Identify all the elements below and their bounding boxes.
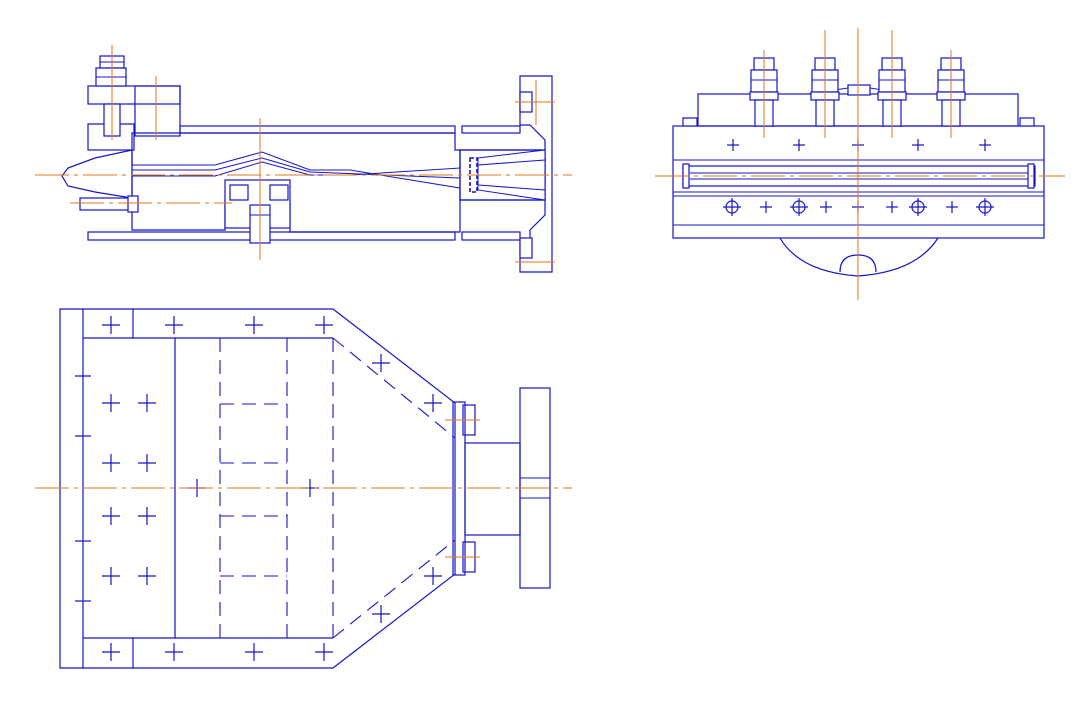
cross-mark — [102, 394, 120, 412]
cross-mark — [760, 201, 772, 213]
section-centerlines — [35, 45, 572, 263]
end-flange — [459, 75, 553, 273]
cross-mark — [138, 567, 156, 585]
side-view — [655, 28, 1065, 300]
cross-mark — [245, 643, 263, 661]
cross-mark — [979, 139, 991, 151]
plan-hole-marks — [75, 316, 442, 661]
cross-mark — [793, 139, 805, 151]
cross-mark — [165, 643, 183, 661]
cross-mark — [102, 454, 120, 472]
cross-mark — [727, 139, 739, 151]
cross-mark — [886, 201, 898, 213]
cross-mark — [138, 394, 156, 412]
cross-mark — [102, 316, 120, 334]
cross-mark — [165, 316, 183, 334]
hole-mark — [976, 198, 994, 216]
hole-mark — [723, 198, 741, 216]
cross-mark — [946, 201, 958, 213]
cross-mark — [245, 316, 263, 334]
cross-mark — [424, 567, 442, 585]
top-clamp — [87, 55, 181, 151]
cross-mark — [372, 605, 390, 623]
hole-mark — [790, 198, 808, 216]
cross-mark — [138, 454, 156, 472]
hidden-lines — [210, 337, 456, 639]
section-view — [35, 45, 572, 273]
hole-mark — [909, 198, 927, 216]
side-centerlines — [655, 28, 1065, 300]
cross-mark — [102, 507, 120, 525]
plan-view — [35, 308, 572, 669]
cross-mark — [102, 643, 120, 661]
cross-mark — [138, 507, 156, 525]
cross-mark — [820, 201, 832, 213]
lower-rod — [79, 179, 291, 244]
cross-mark — [912, 139, 924, 151]
cross-mark — [102, 567, 120, 585]
plan-centerlines — [35, 419, 572, 558]
cross-mark — [315, 643, 333, 661]
cross-mark — [424, 394, 442, 412]
cross-mark — [315, 316, 333, 334]
main-body-section — [131, 132, 461, 233]
nozzle-cone — [61, 149, 133, 199]
cross-mark — [372, 354, 390, 372]
